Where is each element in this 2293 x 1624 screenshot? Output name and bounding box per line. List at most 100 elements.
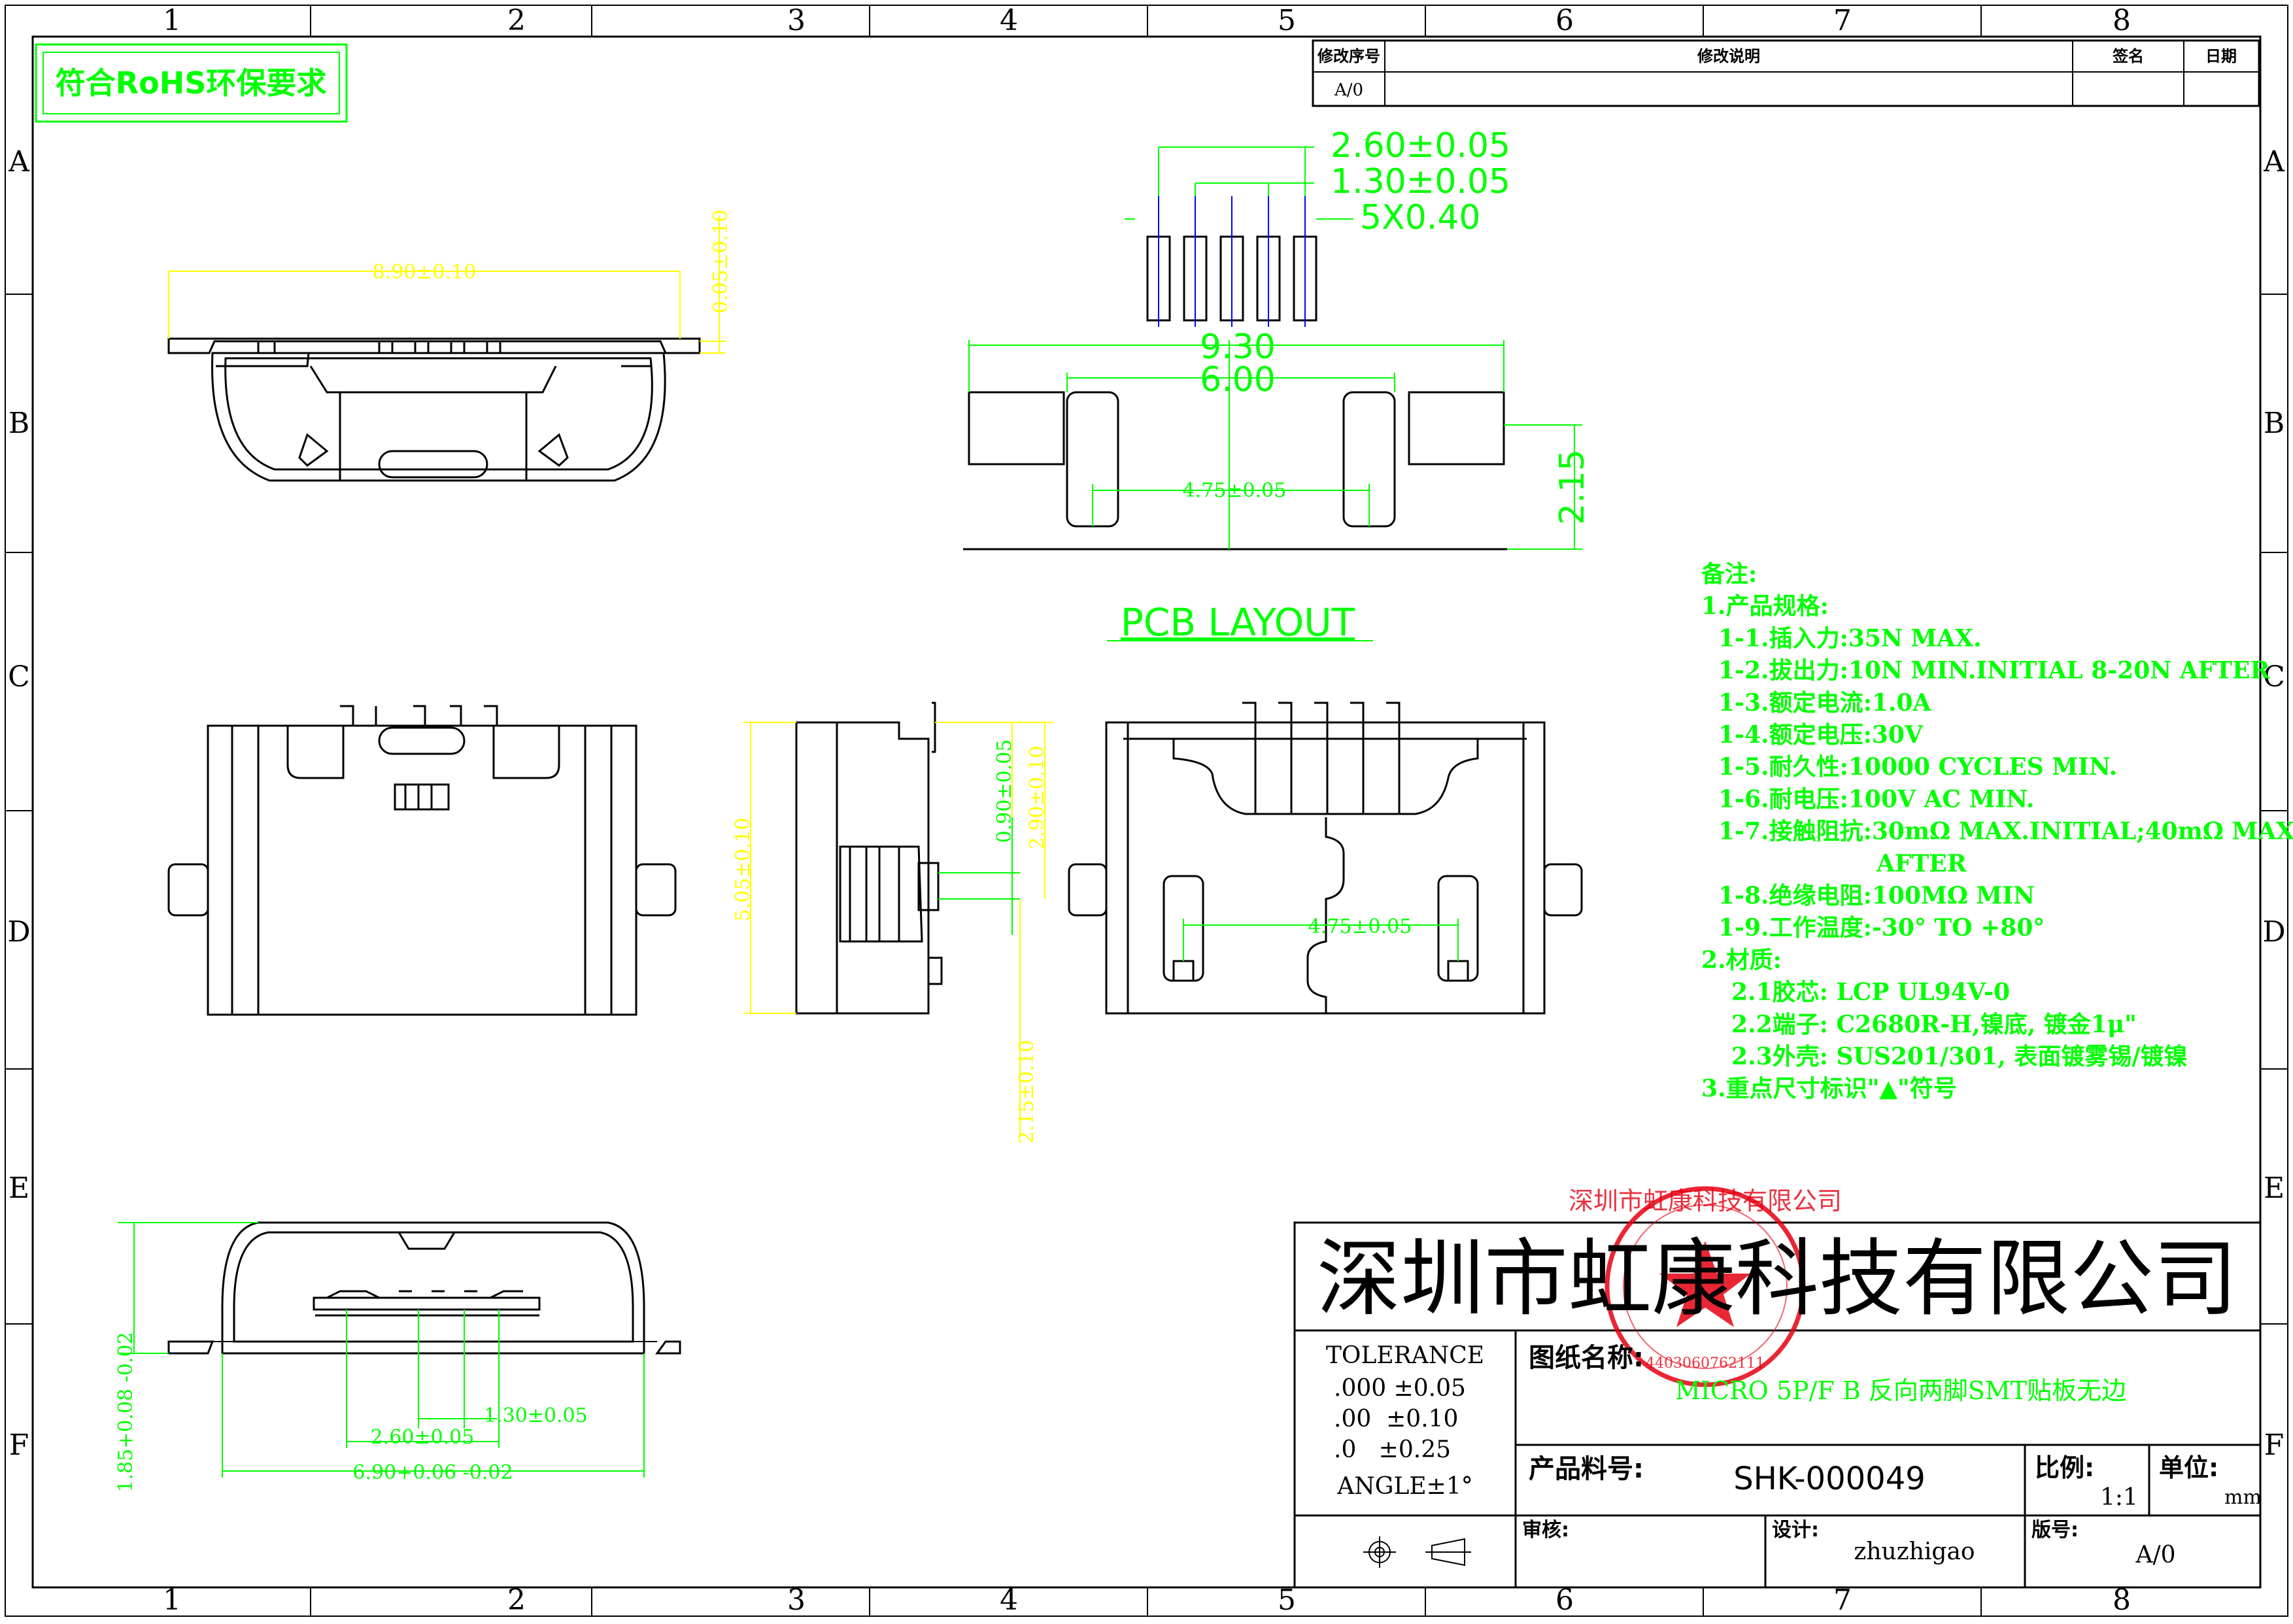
dim-top-tab: 0.05±0.10 [709, 210, 732, 314]
version-value: A/0 [2135, 1542, 2175, 1568]
notes-spec-line: 1-8.绝缘电阻:100MΩ MIN [1718, 882, 2035, 909]
notes-material-line: 2.1胶芯: LCP UL94V-0 [1731, 979, 2010, 1006]
stamp-text: 深圳市虹康科技有限公司 [1569, 1187, 1842, 1215]
dim-pcb-height: 2.15 [1553, 449, 1592, 525]
tolerance-title: TOLERANCE [1326, 1342, 1484, 1369]
grid-col-label-bottom-1: 1 [163, 1583, 181, 1617]
grid-row-label-right-E: E [2264, 1172, 2285, 1205]
dim-pcb-pad-spacing: 4.75±0.05 [1183, 479, 1287, 502]
dim-bottom-view-pad: 4.75±0.05 [1308, 915, 1412, 938]
pcb-mount-pads [963, 391, 1507, 550]
stamp: 深圳市虹康科技有限公司 4403060762111 [1569, 1186, 1842, 1387]
grid-row-label-right-F: F [2264, 1429, 2285, 1462]
notes-spec-heading: 1.产品规格: [1701, 592, 1829, 620]
pcb-pin-centrelines [1158, 196, 1306, 327]
drawing-name-label: 图纸名称: [1529, 1343, 1644, 1373]
grid-col-label-top-4: 4 [1000, 4, 1018, 37]
grid-row-label-right-D: D [2262, 915, 2285, 949]
tolerance-0: .000 ±0.05 [1334, 1375, 1466, 1402]
notes: 备注:1.产品规格:1-1.插入力:35N MAX.1-2.拔出力:10N MI… [1701, 560, 2293, 1102]
unit-label: 单位: [2159, 1453, 2218, 1482]
grid-col-label-bottom-5: 5 [1278, 1583, 1296, 1617]
rev-header-seq: 修改序号 [1317, 47, 1380, 65]
rev-row-seq: A/0 [1334, 80, 1363, 100]
notes-material-line: 2.3外壳: SUS201/301, 表面镀雾锡/镀镍 [1731, 1043, 2188, 1070]
grid-row-label-right-B: B [2264, 407, 2285, 440]
grid-col-label-bottom-2: 2 [507, 1583, 526, 1617]
rev-header-sign: 签名 [2112, 47, 2144, 65]
dim-pcb-pin-width: 5X0.40 [1360, 198, 1481, 237]
side-view-dims-green [938, 817, 1020, 935]
grid-col-label-bottom-4: 4 [1000, 1583, 1018, 1617]
notes-spec-line: 1-6.耐电压:100V AC MIN. [1718, 785, 2034, 813]
dim-pcb-width-inner: 6.00 [1200, 360, 1276, 399]
dim-front-height: 1.85+0.08 -0.02 [114, 1332, 137, 1492]
part-no: SHK-000049 [1733, 1461, 1926, 1497]
dim-front-pitch-outer: 2.60±0.05 [371, 1426, 475, 1449]
grid-row-label-left-E: E [8, 1172, 29, 1205]
dim-top-width: 8.90±0.10 [373, 261, 477, 284]
grid-col-label-top-7: 7 [1833, 4, 1852, 37]
grid-col-label-bottom-7: 7 [1833, 1583, 1852, 1617]
grid-row-label-right-C: C [2263, 660, 2285, 694]
grid-col-label-top-2: 2 [507, 4, 526, 37]
dim-side-pin-depth: 2.90±0.10 [1026, 746, 1049, 850]
revision-table: 修改序号 修改说明 签名 日期 A/0 [1312, 39, 2260, 107]
bottom-view-dims [1183, 919, 1459, 961]
pcb-layout-label: PCB LAYOUT [1121, 600, 1355, 645]
grid-ticks [5, 5, 2288, 1616]
rev-header-date: 日期 [2205, 47, 2237, 65]
grid-row-label-left-F: F [9, 1429, 29, 1462]
dim-front-width: 6.90+0.06 -0.02 [352, 1461, 513, 1484]
designer-name: zhuzhigao [1854, 1538, 1975, 1565]
drawing-name: MICRO 5P/F B 反向两脚SMT贴板无边 [1675, 1376, 2126, 1405]
version-label: 版号: [2031, 1519, 2079, 1542]
grid-col-label-bottom-3: 3 [787, 1583, 806, 1617]
dim-side-height: 5.05±0.10 [732, 818, 755, 922]
notes-spec-line: AFTER [1876, 850, 1967, 877]
dim-pcb-pitch-outer: 2.60±0.05 [1331, 126, 1510, 165]
notes-spec-line: 1-7.接触阻抗:30mΩ MAX.INITIAL;40mΩ MAX [1718, 818, 2293, 845]
tolerance-1: .00 ±0.10 [1334, 1406, 1458, 1432]
dim-pcb-width-total: 9.30 [1200, 328, 1276, 367]
rohs-badge: 符合RoHS环保要求 [35, 43, 348, 123]
top-view-dims [168, 216, 726, 354]
dim-side-tail: 2.15±0.10 [1015, 1040, 1038, 1144]
notes-key-dims: 3.重点尺寸标识"▲"符号 [1701, 1075, 1957, 1102]
grid-col-label-bottom-8: 8 [2113, 1583, 2131, 1617]
notes-material-line: 2.2端子: C2680R-H,镍底, 镀金1μ" [1731, 1011, 2137, 1038]
grid-col-label-top-3: 3 [787, 4, 806, 37]
title-block [1293, 1221, 2262, 1589]
review-label: 审核: [1522, 1519, 1569, 1542]
dim-front-pitch-inner: 1.30±0.05 [484, 1404, 588, 1427]
rev-header-desc: 修改说明 [1697, 47, 1760, 65]
notes-spec-line: 1-1.插入力:35N MAX. [1718, 624, 1982, 652]
mating-face-view [167, 1221, 681, 1355]
part-no-label: 产品料号: [1529, 1454, 1644, 1484]
projection-symbol-icon [1363, 1536, 1471, 1568]
notes-spec-line: 1-5.耐久性:10000 CYCLES MIN. [1718, 753, 2117, 781]
pcb-layout: 2.60±0.05 1.30±0.05 5X0.40 9.30 6.00 4.7… [963, 126, 1592, 645]
grid-row-label-left-C: C [8, 660, 30, 694]
notes-material-heading: 2.材质: [1701, 946, 1782, 973]
notes-spec-line: 1-9.工作温度:-30° TO +80° [1718, 914, 2045, 941]
notes-spec-line: 1-3.额定电流:1.0A [1718, 689, 1931, 717]
grid-row-label-left-B: B [8, 407, 29, 440]
top-view [167, 337, 701, 482]
grid-row-label-right-A: A [2263, 145, 2285, 178]
grid-col-label-top-8: 8 [2113, 4, 2131, 37]
rohs-label: 符合RoHS环保要求 [56, 65, 327, 101]
scale-label: 比例: [2035, 1453, 2094, 1482]
company-name: 深圳市虹康科技有限公司 [1317, 1230, 2237, 1328]
bottom-view [1068, 702, 1583, 1015]
angle-tolerance: ANGLE±1° [1336, 1473, 1473, 1500]
grid-col-label-top-6: 6 [1555, 4, 1574, 37]
notes-spec-line: 1-4.额定电压:30V [1718, 721, 1924, 749]
stamp-number: 4403060762111 [1646, 1355, 1765, 1372]
side-view [795, 702, 943, 1015]
grid-col-label-top-5: 5 [1278, 4, 1296, 37]
grid-col-label-bottom-6: 6 [1555, 1583, 1574, 1617]
